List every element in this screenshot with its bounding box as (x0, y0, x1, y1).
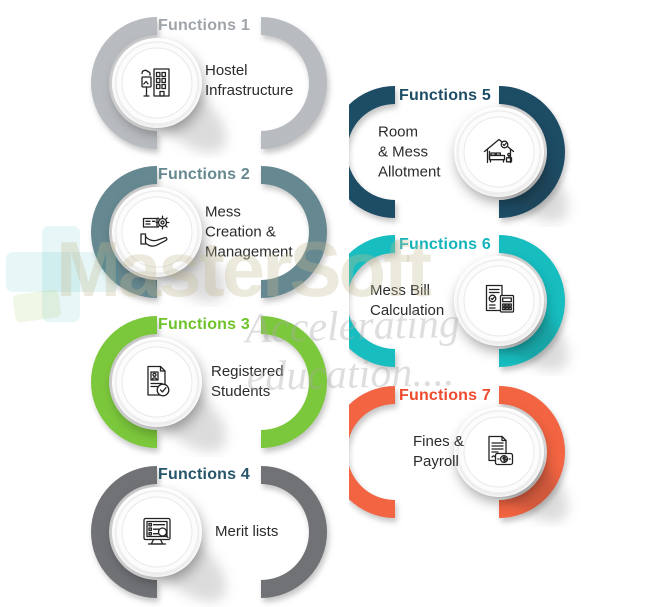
function-4-ring-graphic (91, 466, 327, 602)
function-3-label: Functions 3 (158, 316, 250, 333)
function-6-label: Functions 6 (399, 236, 491, 253)
function-5-label: Functions 5 (399, 87, 491, 104)
function-2-title: Mess Creation & Management (205, 203, 293, 260)
function-2-ring-graphic (91, 166, 327, 302)
function-3-ring-graphic (91, 316, 327, 452)
function-7-unit: Functions 7 Fines & Payroll (349, 377, 599, 527)
function-4-unit: Functions 4 Merit lists (85, 457, 335, 607)
function-6-ring-graphic (349, 235, 569, 371)
function-7-ring-graphic (349, 386, 569, 522)
function-2-unit: Functions 2 Mess Creation & Management (85, 157, 335, 307)
function-7-label: Functions 7 (399, 387, 491, 404)
function-7-title: Fines & Payroll (413, 433, 464, 470)
function-1-unit: Functions 1 Hostel Infrastructure (85, 8, 335, 158)
function-5-title: Room & Mess Allotment (378, 123, 441, 180)
function-1-label: Functions 1 (158, 17, 250, 34)
watermark-logo-mark (12, 288, 62, 324)
ring-shape (91, 17, 327, 149)
function-5-unit: Functions 5 Room & Mess Allotment (349, 77, 599, 227)
mess-management-icon (140, 215, 170, 247)
function-3-unit: Functions 3 Registered Students (85, 307, 335, 457)
watermark-logo-mark (42, 226, 80, 322)
fines-payroll-icon (488, 435, 514, 466)
hostel-building-icon (141, 68, 170, 97)
function-2-label: Functions 2 (158, 166, 250, 183)
function-4-label: Functions 4 (158, 466, 250, 483)
function-6-title: Mess Bill Calculation (370, 282, 445, 319)
function-6-unit: Functions 6 Mess Bill Calculation (349, 226, 599, 376)
merit-lists-icon (143, 517, 171, 545)
registered-students-icon (147, 365, 170, 397)
room-mess-allotment-icon (483, 138, 515, 164)
function-1-ring-graphic (91, 17, 327, 153)
function-1-title: Hostel Infrastructure (205, 62, 294, 99)
mess-bill-calculation-icon (485, 284, 515, 313)
function-3-title: Registered Students (211, 363, 284, 400)
function-4-title: Merit lists (215, 523, 279, 541)
function-5-ring-graphic (349, 86, 569, 222)
